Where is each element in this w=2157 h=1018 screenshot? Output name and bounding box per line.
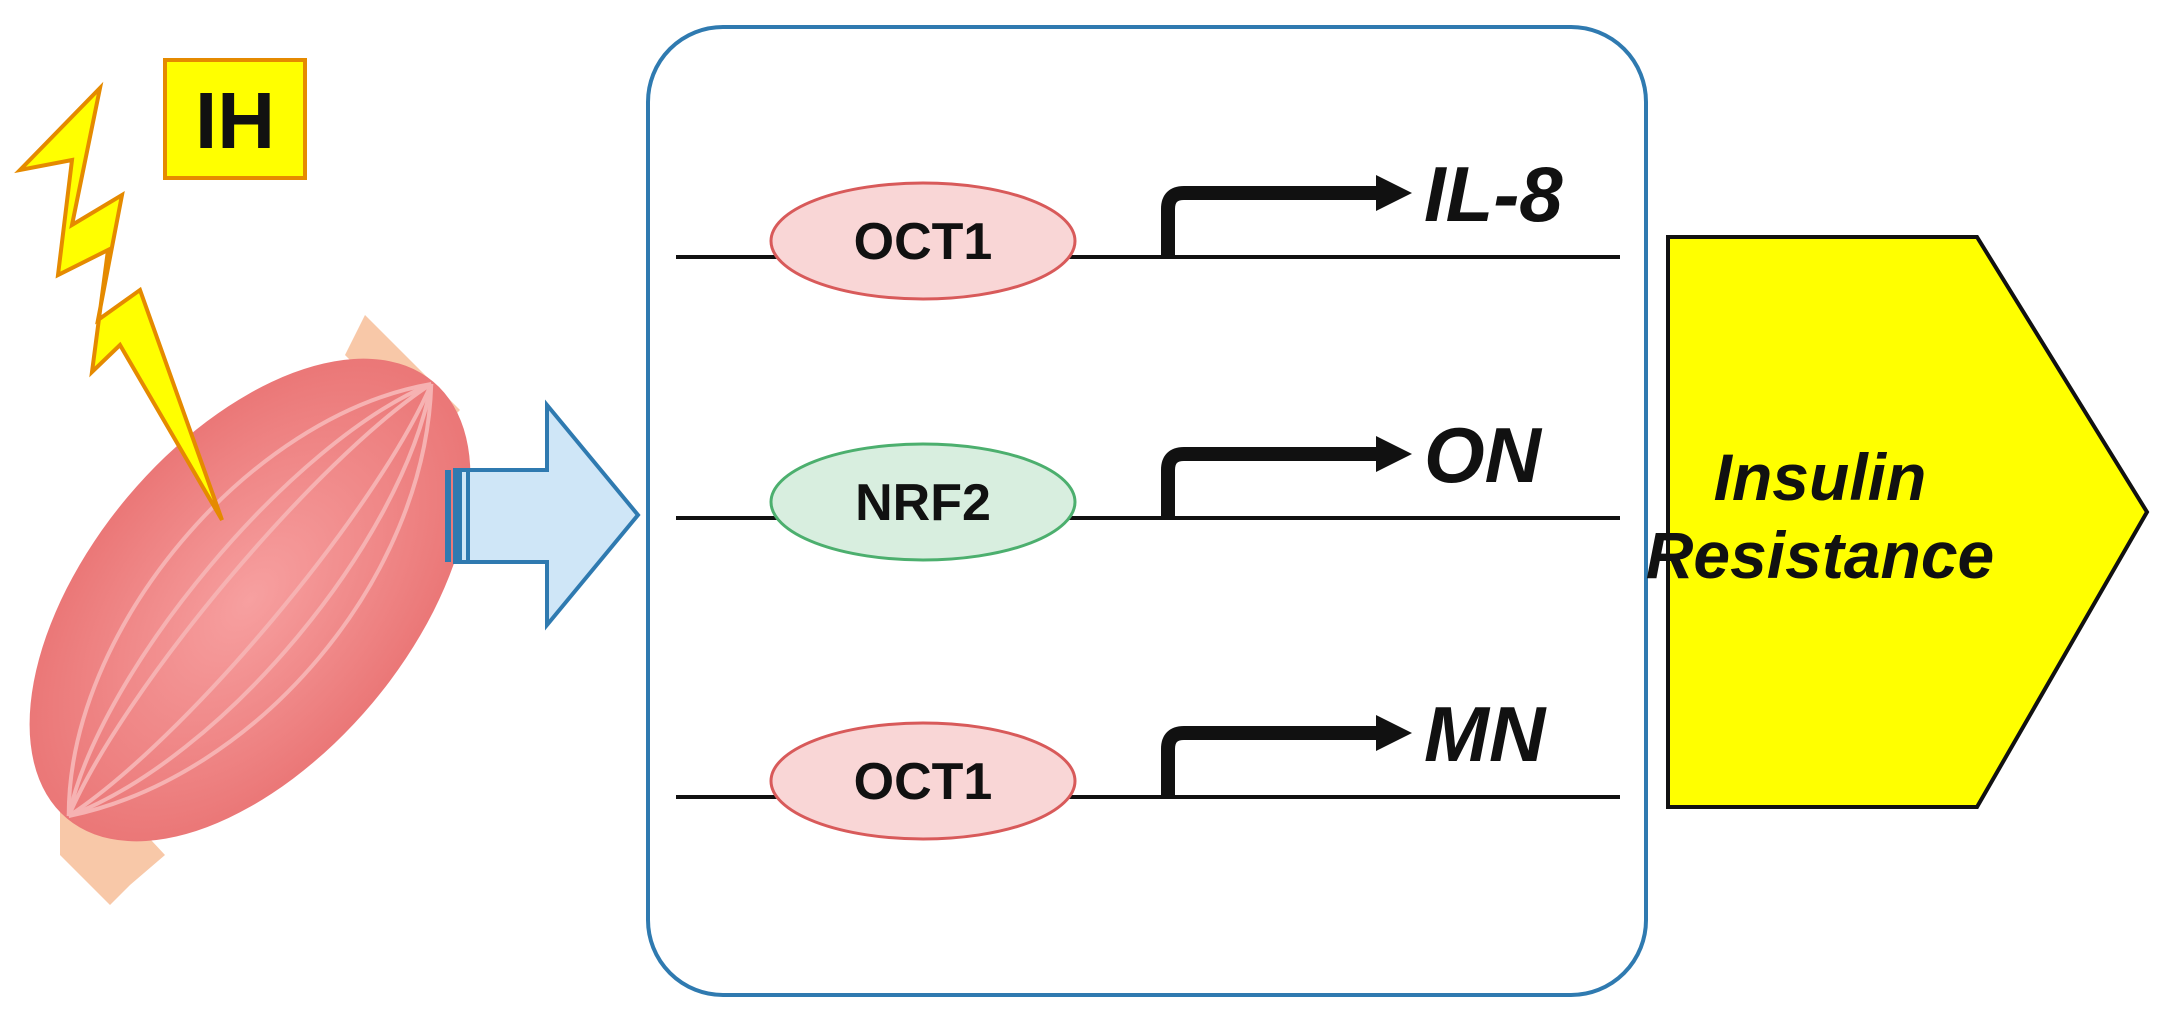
promoter-row: OCT1 MN [676, 690, 1620, 841]
outcome-arrow: Insulin Resistance [1646, 235, 2150, 809]
target-gene-label: ON [1424, 411, 1543, 499]
outcome-label-line2: Resistance [1646, 518, 1995, 592]
process-arrow [445, 399, 641, 631]
arrowhead-icon [1376, 436, 1412, 472]
transcription-start-arrow [1161, 186, 1380, 257]
arrowhead-icon [1376, 715, 1412, 751]
transcription-factor-label: OCT1 [854, 213, 993, 271]
target-gene-label: IL-8 [1424, 150, 1563, 238]
transcription-factor-label: NRF2 [855, 474, 991, 532]
transcription-factor [769, 721, 1077, 841]
transcription-factor [769, 181, 1077, 301]
transcription-factor [769, 442, 1077, 562]
target-gene-label: MN [1424, 690, 1547, 778]
arrowhead-icon [1376, 175, 1412, 211]
outcome-label-line1: Insulin [1714, 440, 1927, 514]
muscle-fibers [66, 382, 434, 818]
stimulus-box: IH [163, 58, 307, 180]
lightning-bolt-icon [14, 81, 224, 522]
transcription-factor-label: OCT1 [854, 753, 993, 811]
transcription-start-arrow [1161, 447, 1380, 518]
promoter-row: NRF2 ON [676, 411, 1620, 562]
stimulus-label: IH [195, 76, 275, 165]
promoter-row: OCT1 IL-8 [676, 150, 1620, 301]
muscle-belly [29, 358, 471, 842]
muscle-illustration [29, 315, 471, 905]
transcription-start-arrow [1161, 726, 1380, 797]
